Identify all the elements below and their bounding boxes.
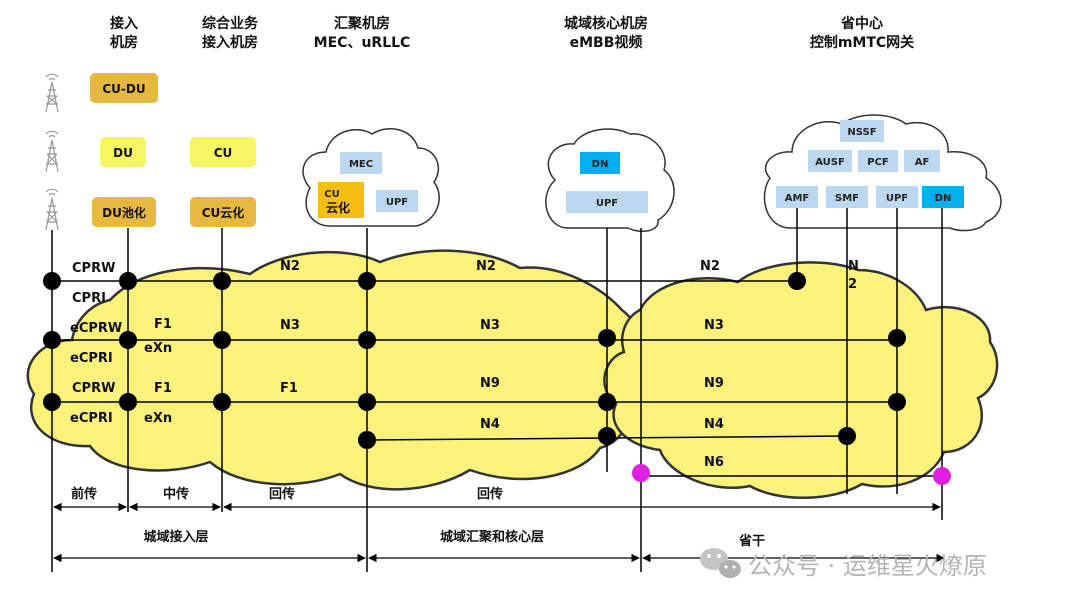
link-exn-a: eXn: [144, 341, 172, 356]
mec-label: MEC: [349, 159, 373, 170]
du-pool-box: [92, 197, 156, 227]
header-multi-service-1: 综合业务: [202, 15, 259, 32]
layer-backhaul-2: 回传: [477, 486, 503, 502]
upf-prov-label: UPF: [886, 193, 908, 204]
cu-cloud-label: CU云化: [202, 205, 245, 220]
dn-prov-label: DN: [935, 193, 952, 204]
nssf-box: [840, 120, 884, 142]
layer-midhaul: 中传: [163, 486, 189, 502]
left-yellow-cloud: [26, 249, 640, 491]
af-box: [904, 150, 940, 172]
cu-cloud-agg-label-2: 云化: [326, 200, 350, 215]
ausf-box: [808, 150, 852, 172]
layer-backhaul-1: 回传: [269, 486, 295, 502]
cu-box: [190, 137, 256, 167]
du-pool-label: DU池化: [102, 205, 146, 220]
cu-cloud-agg-box: [318, 182, 364, 218]
link-n2-b: N2: [476, 259, 496, 274]
amf-box: [776, 186, 818, 208]
link-n2-c: N2: [700, 259, 720, 274]
link-f1-c: F1: [280, 381, 298, 396]
dn-metro-box: [580, 152, 620, 174]
watermark-text: 公众号 · 运维星火燎原: [748, 552, 987, 580]
cu-label: CU: [214, 146, 233, 160]
header-province-1: 省中心: [840, 15, 883, 32]
du-label: DU: [113, 146, 133, 160]
link-f1-a: F1: [154, 317, 172, 332]
link-n2-d-2: 2: [848, 277, 857, 292]
link-exn-b: eXn: [144, 411, 172, 426]
metro-core-white-cloud: [545, 128, 675, 233]
nssf-label: NSSF: [847, 127, 876, 138]
upf-agg-label: UPF: [386, 197, 408, 208]
header-province-2: 控制mMTC网关: [810, 34, 914, 51]
link-n3-b: N3: [480, 318, 500, 333]
layer-fronthaul: 前传: [71, 486, 97, 502]
link-n9-b: N9: [704, 376, 724, 391]
tower-icon: [45, 130, 59, 173]
link-n3-a: N3: [280, 318, 300, 333]
link-ecpri-2: eCPRI: [70, 411, 113, 426]
wechat-icon: [700, 548, 741, 578]
amf-label: AMF: [785, 193, 810, 204]
smf-label: SMF: [835, 193, 859, 204]
dn-metro-label: DN: [592, 159, 609, 170]
layer-metro-access: 城域接入层: [143, 529, 208, 545]
header-metro-core-2: eMBB视频: [570, 34, 643, 51]
link-cprw-1: CPRW: [72, 261, 115, 276]
mec-box: [340, 152, 382, 174]
tower-icon: [45, 188, 59, 231]
header-metro-core-1: 城域核心机房: [564, 15, 648, 32]
link-ecprw: eCPRW: [70, 321, 122, 336]
link-n4-a: N4: [480, 417, 500, 432]
ausf-label: AUSF: [815, 157, 845, 168]
tower-icon: [45, 73, 59, 113]
pcf-box: [858, 150, 898, 172]
link-ecpri-1: eCPRI: [70, 351, 113, 366]
cu-du-box: [90, 73, 158, 103]
dn-prov-box: [922, 186, 964, 208]
link-n4-b: N4: [704, 417, 724, 432]
cu-cloud-agg-label-1: CU: [324, 189, 339, 200]
link-n9-a: N9: [480, 376, 500, 391]
upf-agg-box: [376, 190, 418, 212]
node-dots: [43, 272, 906, 449]
du-box: [100, 137, 146, 167]
layer-province-trunk: 省干: [738, 533, 765, 549]
link-f1-b: F1: [154, 381, 172, 396]
link-n3-c: N3: [704, 318, 724, 333]
upf-metro-label: UPF: [596, 198, 618, 209]
cu-cloud-box: [190, 197, 256, 227]
right-yellow-cloud: [603, 261, 999, 499]
upf-prov-box: [876, 186, 918, 208]
link-cpri: CPRI: [72, 291, 106, 306]
link-n2-a: N2: [280, 259, 300, 274]
pcf-label: PCF: [867, 157, 889, 168]
af-label: AF: [915, 157, 930, 168]
upf-metro-box: [566, 191, 648, 213]
link-n6: N6: [704, 455, 724, 470]
cu-du-label: CU-DU: [102, 82, 145, 96]
header-aggregation-1: 汇聚机房: [334, 15, 390, 32]
header-access-room-1: 接入: [110, 15, 138, 32]
layer-metro-agg-core: 城域汇聚和核心层: [440, 529, 544, 545]
header-access-room-2: 机房: [110, 34, 138, 51]
header-aggregation-2: MEC、uRLLC: [314, 35, 411, 51]
layer-arrows: [53, 502, 945, 563]
header-multi-service-2: 接入机房: [202, 34, 258, 51]
smf-box: [826, 186, 868, 208]
link-cprw-2: CPRW: [72, 381, 115, 396]
magenta-nodes: [632, 464, 951, 485]
link-n2-d-1: N: [848, 259, 859, 274]
